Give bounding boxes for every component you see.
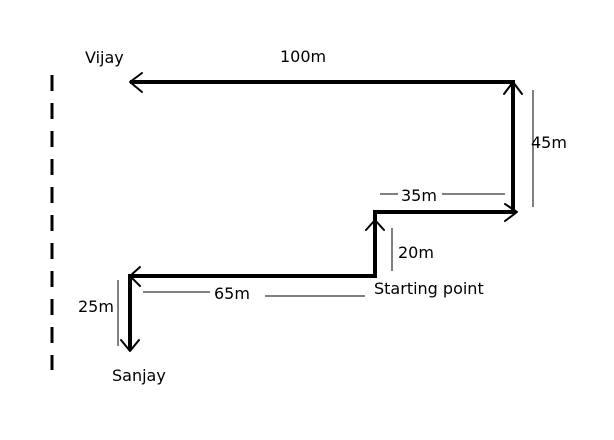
arrowheads [120,72,523,352]
label-sanjay: Sanjay [112,366,166,385]
label-100m: 100m [280,47,326,66]
dimension-lines [117,90,534,346]
label-65m: 65m [214,284,250,303]
arrowhead-north [503,81,523,95]
label-20m: 20m [398,243,434,262]
arrowhead-north-start [365,219,385,231]
arrowhead-west-vijay [129,72,143,93]
arrowhead-south-sanjay [120,339,140,352]
label-45m: 45m [531,133,567,152]
arrowhead-west [129,266,141,287]
label-vijay: Vijay [85,48,124,67]
arrowhead-east [504,203,518,222]
label-35m: 35m [401,186,437,205]
label-starting-point: Starting point [374,279,484,298]
label-25m: 25m [78,297,114,316]
